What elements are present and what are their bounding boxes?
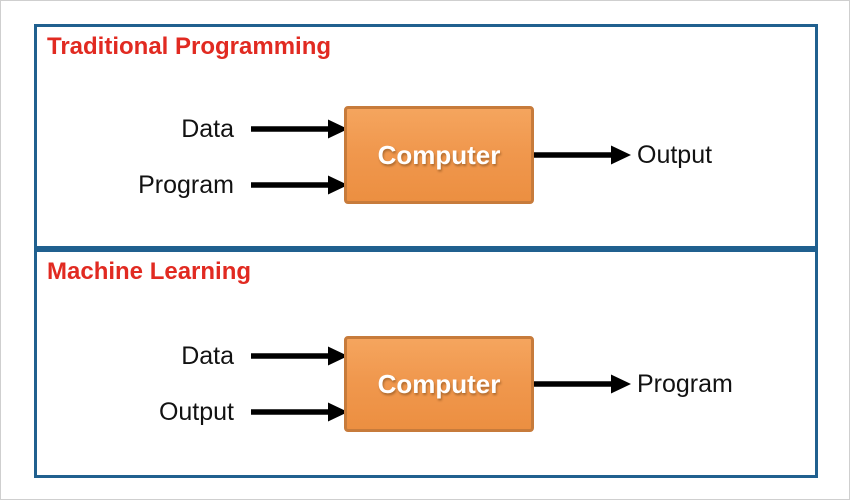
panel-machine-learning: Machine Learning Data Output Computer Pr… xyxy=(34,249,818,478)
computer-box: Computer xyxy=(344,336,534,432)
input-label-program: Program xyxy=(138,171,234,199)
arrow-right-icon xyxy=(534,374,631,394)
panel-title: Traditional Programming xyxy=(47,33,332,60)
arrow-right-icon xyxy=(251,402,348,422)
output-label-program: Program xyxy=(637,370,733,398)
input-label-data: Data xyxy=(181,115,234,143)
computer-box: Computer xyxy=(344,106,534,204)
computer-box-label: Computer xyxy=(377,139,501,170)
arrow-right-icon xyxy=(251,346,348,366)
arrow-right-icon xyxy=(251,175,348,195)
panel-title: Machine Learning xyxy=(47,258,252,285)
input-label-output: Output xyxy=(158,398,234,426)
computer-box-label: Computer xyxy=(377,368,501,399)
arrow-right-icon xyxy=(534,145,631,165)
input-label-data: Data xyxy=(181,342,234,370)
output-label-output: Output xyxy=(637,141,713,169)
panel-traditional-programming: Traditional Programming Data Program Com… xyxy=(34,24,818,249)
arrow-right-icon xyxy=(251,119,348,139)
